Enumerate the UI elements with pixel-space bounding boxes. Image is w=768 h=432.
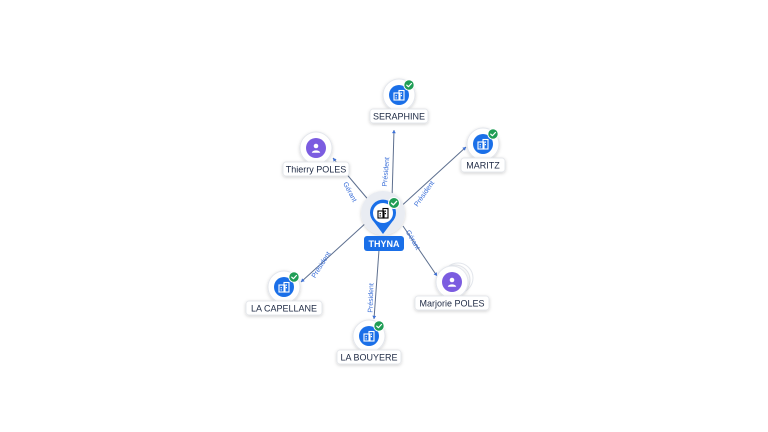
edge-line [402,225,438,277]
edge-arrow-icon [301,278,305,282]
edge-maritz: Président [396,146,467,211]
node-label: LA CAPELLANE [251,304,317,314]
node-label: SERAPHINE [373,112,425,122]
edge-line [300,221,368,283]
center-node[interactable]: THYNA [361,191,405,251]
edge-capellane: Président [300,221,368,283]
edge-arrow-icon [433,272,437,276]
map-pin-icon [370,199,397,234]
node-label-box [369,108,429,124]
edge-label: Président [382,157,392,187]
check-badge-icon [487,128,499,140]
node-label-box [245,300,323,316]
node-label: Marjorie POLES [419,299,484,309]
edge-arrow-icon [391,130,396,134]
node-label: MARITZ [466,161,500,171]
node-capellane[interactable]: LA CAPELLANE [245,270,323,316]
node-label: Thierry POLES [286,165,347,175]
node-marjorie[interactable]: Marjorie POLES [414,262,490,311]
node-thierry[interactable]: Thierry POLES [282,131,350,177]
node-maritz[interactable]: MARITZ [460,127,506,173]
edge-label: Président [311,251,333,280]
nodes-layer: SERAPHINE MARITZ Thierry POLES LA CAPELLANE… [245,78,506,365]
edge-line [373,249,380,320]
node-label-box [414,295,490,311]
edge-label: Gérant [404,229,421,251]
edge-bouyere: Président [367,249,380,320]
edge-line [396,146,467,211]
edge-arrow-icon [333,158,337,162]
check-badge-icon [373,320,385,332]
node-label-box [336,349,402,365]
edge-marjorie: Gérant [402,225,438,277]
edge-arrow-icon [462,147,466,151]
edge-label: Président [367,283,375,313]
edge-seraphine: Président [382,129,396,200]
check-badge-icon [403,79,415,91]
check-badge-icon [288,271,300,283]
node-seraphine[interactable]: SERAPHINE [369,78,429,124]
check-badge-icon [388,197,400,209]
center-label: THYNA [369,239,400,249]
node-label-box [460,157,506,173]
edge-line [391,129,395,200]
node-label: LA BOUYERE [340,353,397,363]
center-label-box [364,236,404,251]
node-label-box [282,161,350,177]
edge-arrow-icon [372,315,377,319]
node-bouyere[interactable]: LA BOUYERE [336,319,402,365]
